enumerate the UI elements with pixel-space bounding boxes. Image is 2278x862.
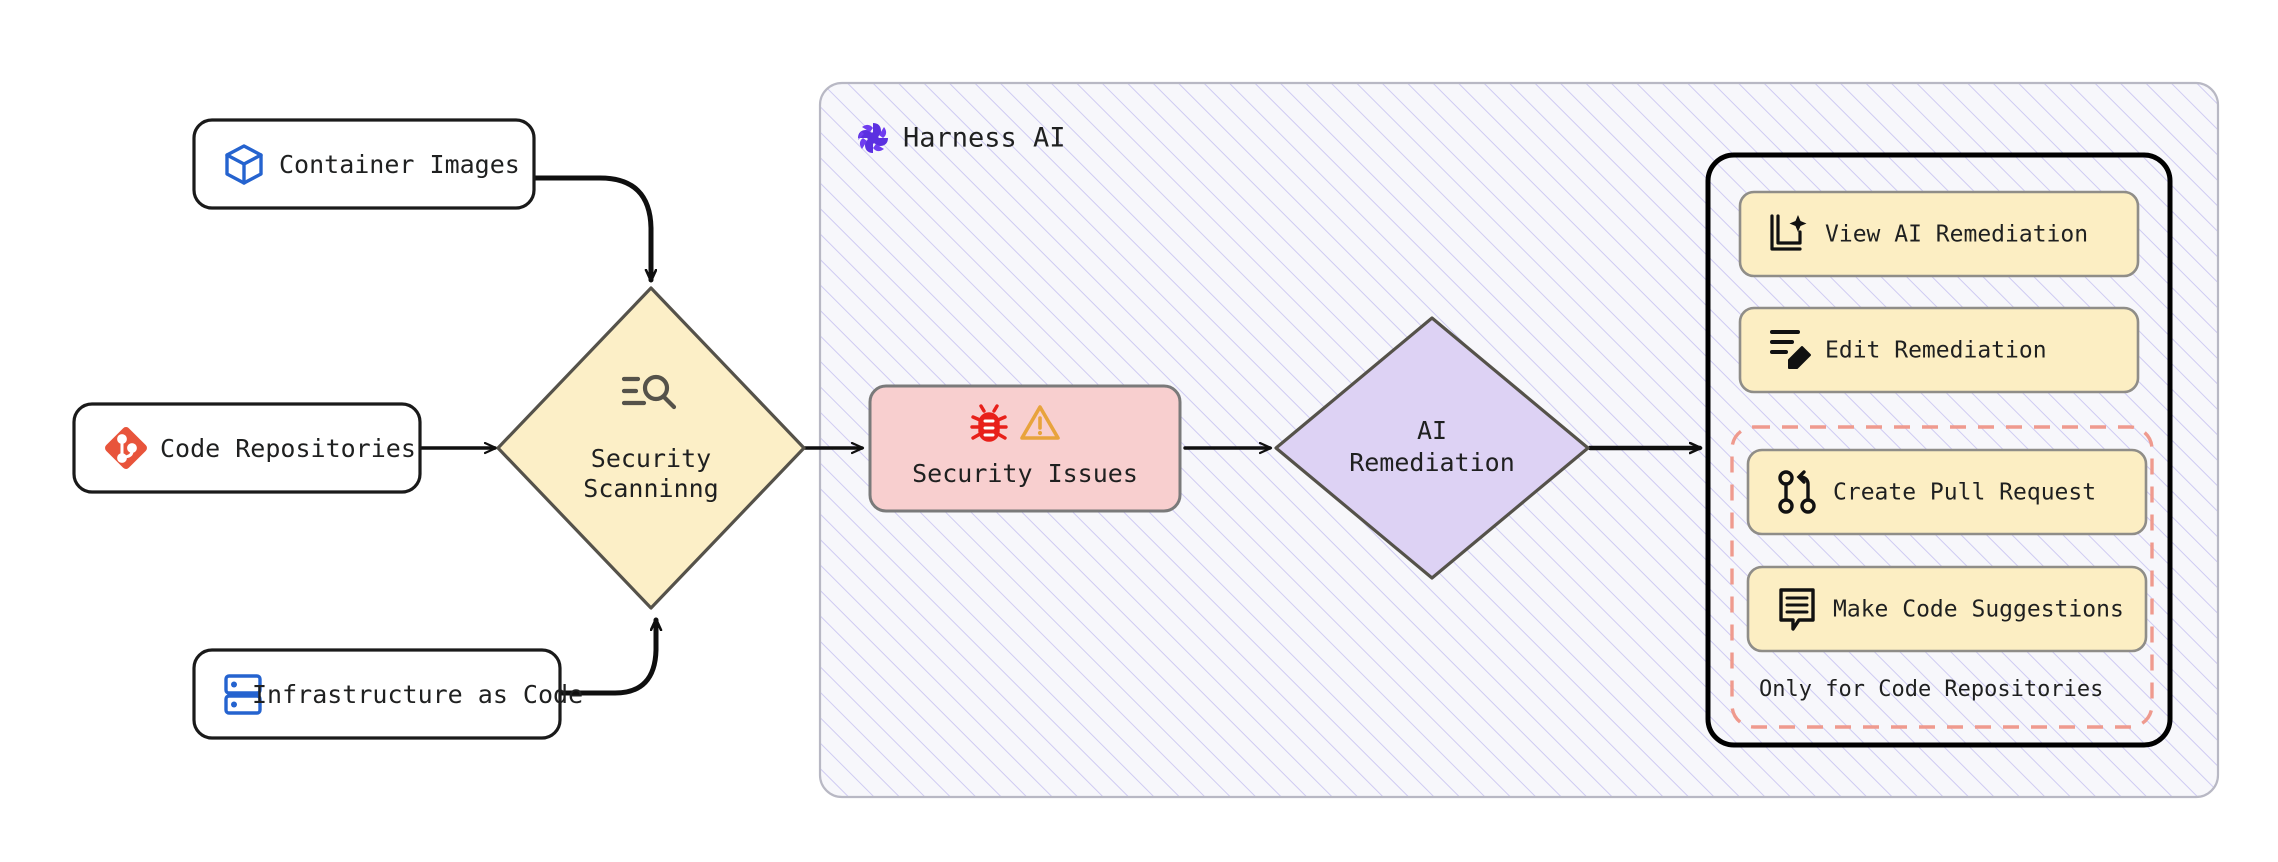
book-sparkle-icon	[1770, 214, 1807, 251]
button-create-pull-request[interactable]: Create Pull Request	[1746, 448, 2148, 536]
ai-remediation-diamond	[1274, 316, 1590, 580]
container-images-label: Container Images	[279, 150, 520, 179]
code-repo-only-note: Only for Code Repositories	[1759, 677, 2103, 702]
security-issues-label: Security Issues	[912, 459, 1138, 488]
ai-remediation-label-line2: Remediation	[1349, 448, 1515, 477]
make-code-suggestions-label: Make Code Suggestions	[1833, 597, 2124, 623]
node-code-repositories[interactable]: Code Repositories	[72, 402, 422, 494]
cluster-title: Harness AI	[903, 123, 1066, 154]
edge-iac-to-scanning	[557, 617, 656, 696]
view-ai-remediation-bg	[1738, 190, 2140, 278]
security-scanning-diamond	[496, 286, 806, 610]
harness-pinwheel-logo	[858, 123, 888, 153]
server-stack-icon	[224, 674, 262, 715]
security-scanning-label-line1: Security	[591, 444, 711, 473]
view-ai-remediation-label: View AI Remediation	[1825, 222, 2088, 248]
code-repositories-box	[72, 402, 422, 494]
security-issues-box	[868, 384, 1182, 513]
node-container-images[interactable]: Container Images	[192, 118, 536, 210]
actions-group-border	[1705, 152, 2173, 748]
code-repositories-label: Code Repositories	[160, 434, 416, 463]
node-security-scanning[interactable]: Security Scanninng	[496, 286, 806, 610]
remediation-actions-group: View AI Remediation Edit Remediation	[1705, 152, 2173, 748]
button-edit-remediation[interactable]: Edit Remediation	[1738, 306, 2140, 394]
security-scanning-label-line2: Scanninng	[583, 474, 718, 503]
bug-icon	[970, 404, 1008, 442]
button-view-ai-remediation[interactable]: View AI Remediation	[1738, 190, 2140, 278]
edit-remediation-label: Edit Remediation	[1825, 338, 2047, 364]
button-make-code-suggestions[interactable]: Make Code Suggestions	[1746, 565, 2148, 653]
edge-container-images-to-scanning	[530, 175, 651, 283]
box-cube-icon	[225, 144, 263, 185]
infrastructure-as-code-box	[192, 648, 562, 740]
message-lines-icon	[1779, 588, 1815, 631]
ai-remediation-label-line1: AI	[1417, 416, 1447, 445]
code-repo-only-subgroup-border	[1730, 425, 2154, 729]
infrastructure-as-code-label: Infrastructure as Code	[252, 680, 583, 709]
container-images-box	[192, 118, 536, 210]
edit-remediation-bg	[1738, 306, 2140, 394]
git-branch-diamond-icon	[105, 427, 147, 469]
make-code-suggestions-bg	[1746, 565, 2148, 653]
node-infrastructure-as-code[interactable]: Infrastructure as Code	[192, 648, 583, 740]
node-ai-remediation[interactable]: AI Remediation	[1274, 316, 1590, 580]
node-security-issues[interactable]: Security Issues	[868, 384, 1182, 513]
git-pull-request-icon	[1778, 470, 1816, 514]
list-pencil-icon	[1770, 330, 1811, 369]
edges-layer	[418, 175, 1700, 696]
create-pull-request-label: Create Pull Request	[1833, 480, 2096, 506]
warning-triangle-icon	[1020, 405, 1060, 440]
create-pull-request-bg	[1746, 448, 2148, 536]
scan-search-icon	[621, 374, 677, 410]
